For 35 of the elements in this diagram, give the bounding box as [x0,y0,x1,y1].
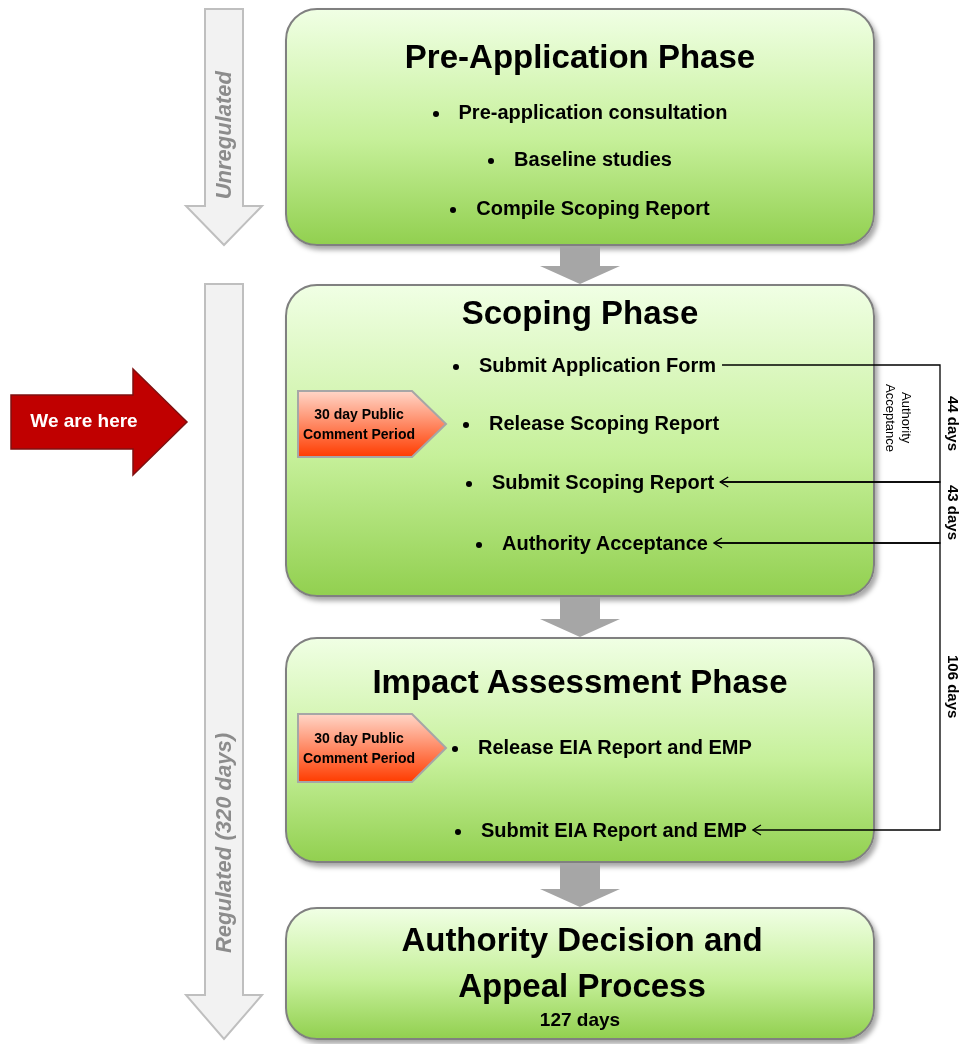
bullet-item: Authority Acceptance [450,528,708,558]
edge-label: 43 days [945,484,962,540]
bracket-arrow [713,481,941,549]
note-text: Authority Acceptance [882,383,914,454]
phase-title: Pre-Application Phase [403,38,757,76]
timeline-band [185,283,263,1040]
edge-label: 44 days [945,395,962,451]
block-arrow [540,246,620,284]
bullet-item: Release Scoping Report [450,408,720,438]
bullet-item: Submit Application Form [450,350,717,380]
comment-period-tag: 30 day Public Comment Period [297,390,447,458]
bullet-item: Submit EIA Report and EMP [450,815,747,845]
phase-title: Authority Decision and Appeal Process [400,920,764,1006]
phase-box [285,907,875,1040]
edge-label: 106 days [945,654,962,719]
bracket-arrow [719,364,941,488]
duration-text: 127 days [538,1009,622,1031]
block-arrow [540,597,620,637]
arrow-label: Regulated (320 days) [211,732,237,954]
comment-period-tag: 30 day Public Comment Period [297,713,447,783]
bullet-item: Compile Scoping Report [295,193,865,223]
phase-box [285,637,875,863]
bullet-item: Submit Scoping Report [450,467,715,497]
pointer-arrow: We are here [10,368,188,476]
phase-box [285,8,875,246]
phase-box [285,284,875,597]
block-arrow [540,863,620,907]
arrow-label: Unregulated [211,70,237,200]
bracket-arrow [713,542,941,836]
bullet-item: Baseline studies [295,144,865,174]
phase-title: Scoping Phase [460,294,700,332]
timeline-band [185,8,263,246]
bullet-item: Pre-application consultation [295,97,865,127]
phase-title: Impact Assessment Phase [371,663,789,701]
bullet-item: Release EIA Report and EMP [450,732,752,762]
